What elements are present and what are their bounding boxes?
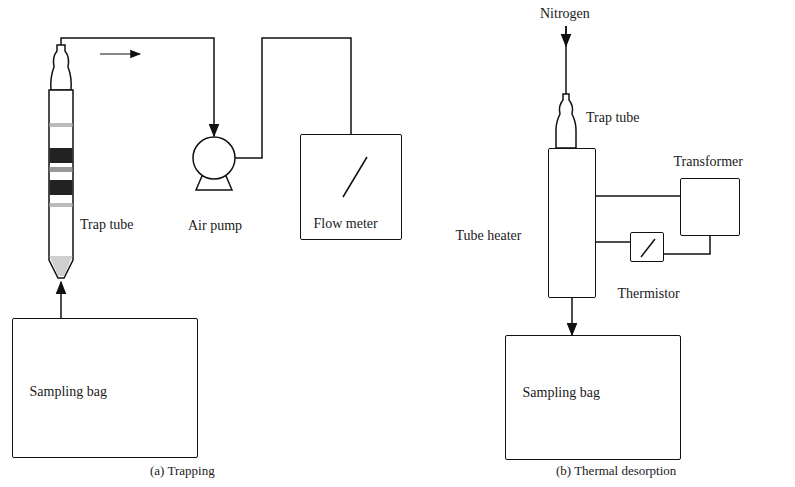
part-label: Sampling bag xyxy=(523,385,600,401)
trap-tube-shape xyxy=(48,45,74,282)
thermistor: Thermistor xyxy=(630,232,664,262)
glass-wool xyxy=(50,256,73,276)
dial-needle xyxy=(343,157,367,197)
tube-heater: Tube heater xyxy=(548,148,596,298)
part-label: Tube heater xyxy=(456,228,522,244)
transformer: Transformer xyxy=(680,178,740,236)
part-label: Trap tube xyxy=(80,217,134,233)
part-label: Flow meter xyxy=(314,216,378,232)
sampling-bag: Sampling bag xyxy=(505,335,681,460)
gas-inlet-label: Nitrogen xyxy=(540,6,590,22)
part-label: Air pump xyxy=(188,218,242,234)
dial-needle xyxy=(641,239,655,257)
air-pump: Air pump xyxy=(190,136,238,190)
adsorbent-band xyxy=(50,203,73,207)
tube-heater-shape xyxy=(549,149,597,299)
connector-line xyxy=(664,236,710,254)
adsorbent-band xyxy=(50,180,73,195)
part-label: Sampling bag xyxy=(30,384,107,400)
panel-caption: (a) Trapping xyxy=(150,464,215,479)
trap-tube: Trap tube xyxy=(48,45,74,282)
flow-direction-arrow xyxy=(100,53,140,54)
gas-inlet-line xyxy=(565,26,567,94)
thermistor-shape xyxy=(631,233,665,263)
connector-line xyxy=(571,298,573,335)
adsorbent-band xyxy=(50,167,73,172)
trap-tube-shape xyxy=(554,94,578,148)
glass-tube xyxy=(49,90,73,278)
connector-line xyxy=(596,195,680,197)
air-pump-shape xyxy=(190,136,238,190)
trap-tube: Trap tube xyxy=(554,94,578,148)
sampling-bag: Sampling bag xyxy=(12,318,198,458)
panel-caption: (b) Thermal desorption xyxy=(556,464,676,479)
adsorbent-band xyxy=(50,123,73,127)
rubber-fitting xyxy=(556,94,576,148)
part-label: Trap tube xyxy=(586,110,640,126)
transformer-shape xyxy=(681,179,741,237)
rubber-fitting xyxy=(51,45,71,90)
part-label: Transformer xyxy=(674,154,743,170)
pump-body xyxy=(193,137,235,179)
connector-line xyxy=(60,282,62,318)
part-label: Thermistor xyxy=(618,286,680,302)
flow-meter: Flow meter xyxy=(300,134,402,240)
adsorbent-band xyxy=(50,148,73,163)
inlet-arrow xyxy=(565,26,567,46)
connector-line xyxy=(596,241,630,243)
connector-line xyxy=(61,38,214,136)
